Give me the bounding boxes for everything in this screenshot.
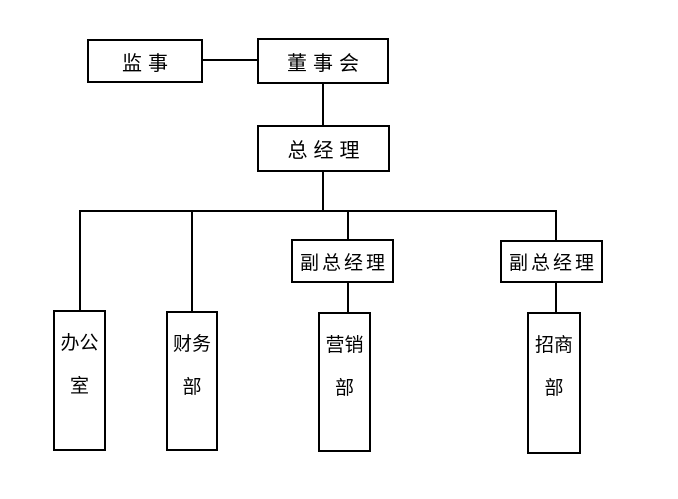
connector-deputy-gm-2-investment (555, 283, 557, 312)
node-board-label: 董事会 (287, 50, 365, 75)
connector-bus-office (79, 210, 81, 310)
node-office-label: 办公室 (60, 332, 99, 397)
node-supervisor-label: 监事 (122, 50, 174, 75)
connector-bus-deputy-gm-2 (555, 210, 557, 240)
node-investment-dept: 招商部 (527, 312, 581, 454)
connector-bus-finance (191, 210, 193, 311)
node-deputy-gm-2-label: 副总经理 (508, 252, 597, 274)
node-supervisor: 监事 (87, 39, 203, 83)
node-general-manager: 总经理 (257, 125, 390, 172)
node-investment-label: 招商部 (534, 334, 573, 399)
node-finance-dept: 财务部 (166, 311, 218, 451)
connector-board-gm (322, 84, 324, 125)
connector-bus-horizontal (79, 210, 557, 212)
connector-supervisor-board (203, 59, 257, 61)
node-board-of-directors: 董事会 (257, 38, 389, 84)
node-finance-label: 财务部 (172, 333, 211, 398)
node-deputy-gm-1-label: 副总经理 (299, 251, 388, 274)
node-marketing-dept: 营销部 (318, 312, 371, 452)
connector-deputy-gm-1-marketing (347, 283, 349, 312)
node-gm-label: 总经理 (287, 138, 366, 162)
connector-bus-deputy-gm-1 (347, 210, 349, 239)
node-deputy-gm-2: 副总经理 (500, 240, 603, 283)
node-marketing-label: 营销部 (325, 334, 364, 399)
connector-gm-bus (322, 172, 324, 212)
node-office: 办公室 (53, 310, 106, 451)
node-deputy-gm-1: 副总经理 (291, 239, 394, 283)
